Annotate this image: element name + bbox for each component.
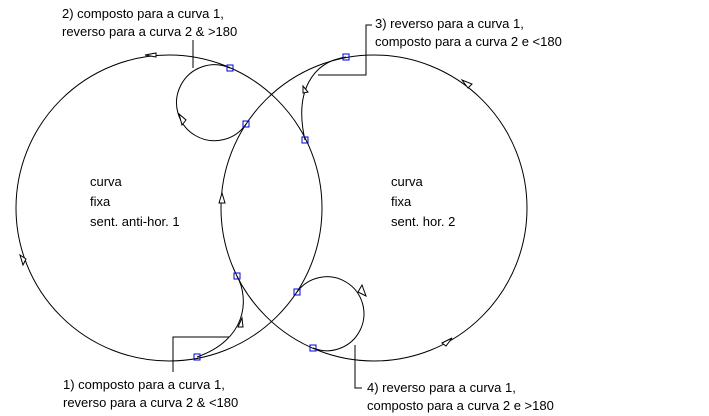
tangent-curve-1 [196, 275, 244, 358]
leader-line-1 [172, 336, 229, 372]
callout-2: 2) composto para a curva 1, reverso para… [62, 5, 237, 41]
callout-line: 1) composto para a curva 1, [63, 377, 225, 392]
callout-1: 1) composto para a curva 1, reverso para… [63, 376, 238, 412]
label-line: curva [90, 174, 122, 189]
grip-point [342, 53, 350, 61]
direction-arrow-icon [218, 191, 226, 204]
grip-point [226, 64, 234, 72]
direction-arrow-icon [144, 52, 157, 58]
direction-arrow-icon [441, 337, 453, 347]
direction-arrow-icon [237, 316, 244, 328]
callout-line: 4) reverso para a curva 1, [367, 380, 516, 395]
direction-arrow-icon [357, 283, 367, 298]
label-line: fixa [90, 194, 111, 209]
callout-4: 4) reverso para a curva 1, composto para… [367, 379, 554, 415]
leader-line-4 [354, 345, 362, 389]
callout-line: reverso para a curva 2 & <180 [63, 395, 239, 410]
tangent-curve-3 [301, 56, 347, 141]
label-line: sent. anti-hor. 1 [90, 214, 180, 229]
callout-line: composto para a curva 2 e >180 [367, 398, 554, 413]
label-line: fixa [391, 194, 412, 209]
tangent-curve-4 [296, 276, 365, 352]
grip-point [193, 353, 201, 361]
grip-point [293, 288, 301, 296]
direction-arrow-icon [302, 84, 309, 94]
grip-point [309, 344, 317, 352]
label-line: curva [391, 174, 423, 189]
grip-point [301, 136, 309, 144]
direction-arrow-icon [19, 253, 27, 267]
direction-arrow-icon [178, 112, 187, 127]
tangent-curve-2 [176, 64, 247, 142]
fixed-curve-2-label: curva fixa sent. hor. 2 [391, 172, 455, 232]
callout-line: composto para a curva 2 e <180 [375, 34, 562, 49]
fixed-curve-2 [220, 54, 528, 362]
leader-line-3 [318, 24, 372, 76]
fixed-curve-1-label: curva fixa sent. anti-hor. 1 [90, 172, 180, 232]
grip-point [233, 272, 241, 280]
direction-arrow-icon [460, 78, 473, 89]
grip-point [242, 120, 250, 128]
label-line: sent. hor. 2 [391, 214, 456, 229]
callout-line: 2) composto para a curva 1, [62, 6, 224, 21]
callout-line: 3) reverso para a curva 1, [375, 16, 524, 31]
callout-3: 3) reverso para a curva 1, composto para… [375, 15, 562, 51]
fixed-curve-1 [15, 54, 323, 362]
callout-line: reverso para a curva 2 & >180 [62, 24, 238, 39]
